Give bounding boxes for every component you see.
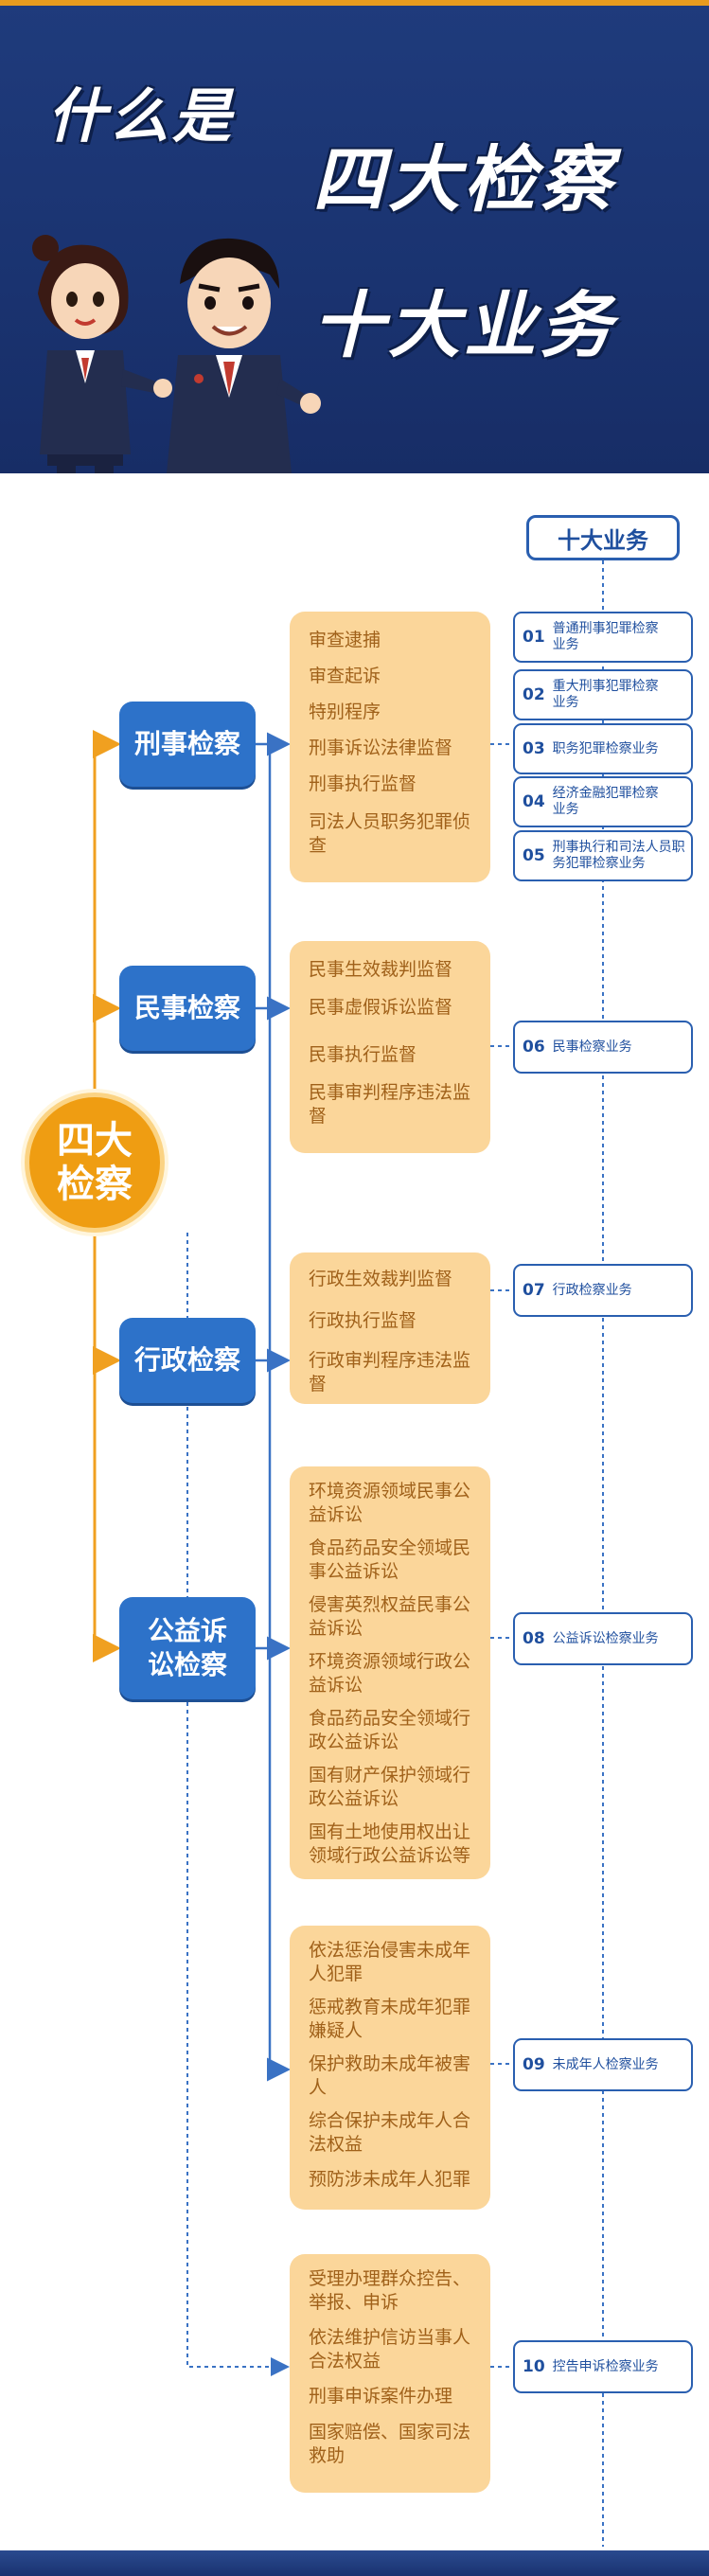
- category-administrative: 行政检察: [119, 1318, 256, 1403]
- detail-item: 特别程序: [309, 702, 381, 722]
- four-procuratorial-circle: 四大检察: [25, 1093, 165, 1233]
- detail-item: 民事虚假诉讼监督: [309, 997, 453, 1018]
- business-number: 07: [523, 1281, 545, 1300]
- business-07: 07 行政检察业务: [513, 1264, 693, 1317]
- business-06: 06 民事检察业务: [513, 1021, 693, 1074]
- business-10: 10 控告申诉检察业务: [513, 2340, 693, 2393]
- detail-item: 环境资源领域行政公益诉讼: [309, 1651, 471, 1696]
- detail-item: 审查起诉: [309, 666, 381, 686]
- banner-title-line3: 十大业务: [312, 283, 615, 367]
- detail-box-complaints: 受理办理群众控告、举报、申诉 依法维护信访当事人合法权益 刑事申诉案件办理 国家…: [290, 2254, 490, 2493]
- business-number: 09: [523, 2055, 545, 2074]
- business-01: 01 普通刑事犯罪检察业务: [513, 612, 693, 663]
- detail-item: 国家赔偿、国家司法救助: [309, 2422, 471, 2466]
- male-prosecutor-figure: [167, 238, 321, 473]
- detail-item: 行政执行监督: [309, 1310, 417, 1331]
- business-label: 职务犯罪检察业务: [552, 740, 659, 756]
- business-label: 公益诉讼检察业务: [552, 1630, 659, 1646]
- detail-item: 侵害英烈权益民事公益诉讼: [309, 1594, 471, 1639]
- detail-box-public-interest: 环境资源领域民事公益诉讼 食品药品安全领域民事公益诉讼 侵害英烈权益民事公益诉讼…: [290, 1466, 490, 1879]
- banner-title-line1: 什么是: [47, 81, 236, 151]
- business-label: 刑事执行和司法人员职务犯罪检察业务: [552, 840, 685, 871]
- business-number: 06: [523, 1038, 545, 1057]
- business-number: 10: [523, 2357, 545, 2376]
- detail-item: 司法人员职务犯罪侦查: [309, 811, 471, 856]
- business-label: 普通刑事犯罪检察业务: [552, 621, 659, 652]
- category-public-interest: 公益诉讼检察: [119, 1597, 256, 1699]
- business-number: 05: [523, 846, 545, 865]
- detail-item: 保护救助未成年被害人: [309, 2053, 471, 2098]
- female-prosecutor-figure: [32, 235, 172, 473]
- detail-item: 民事生效裁判监督: [309, 959, 453, 980]
- business-label: 民事检察业务: [552, 1039, 632, 1055]
- business-05: 05 刑事执行和司法人员职务犯罪检察业务: [513, 830, 693, 881]
- business-label: 行政检察业务: [552, 1282, 632, 1298]
- detail-item: 依法惩治侵害未成年人犯罪: [309, 1940, 471, 1984]
- business-number: 02: [523, 685, 545, 704]
- category-criminal: 刑事检察: [119, 702, 256, 787]
- business-label: 控告申诉检察业务: [552, 2358, 659, 2374]
- business-08: 08 公益诉讼检察业务: [513, 1612, 693, 1665]
- detail-item: 环境资源领域民事公益诉讼: [309, 1481, 471, 1525]
- detail-item: 食品药品安全领域民事公益诉讼: [309, 1537, 471, 1582]
- detail-item: 国有财产保护领域行政公益诉讼: [309, 1765, 471, 1809]
- detail-item: 民事执行监督: [309, 1044, 417, 1065]
- detail-item: 食品药品安全领域行政公益诉讼: [309, 1708, 471, 1752]
- center-label: 四大检察: [57, 1119, 133, 1206]
- business-04: 04 经济金融犯罪检察业务: [513, 776, 693, 827]
- business-number: 03: [523, 739, 545, 758]
- detail-item: 综合保护未成年人合法权益: [309, 2110, 471, 2155]
- detail-box-criminal: 审查逮捕 审查起诉 特别程序 刑事诉讼法律监督 刑事执行监督 司法人员职务犯罪侦…: [290, 612, 490, 882]
- header-banner: 什么是 四大检察 十大业务: [0, 0, 709, 473]
- detail-item: 审查逮捕: [309, 630, 381, 650]
- detail-item: 国有土地使用权出让领域行政公益诉讼等: [309, 1821, 471, 1866]
- prosecutor-characters-illustration: [32, 235, 321, 473]
- category-civil: 民事检察: [119, 966, 256, 1051]
- business-label: 经济金融犯罪检察业务: [552, 786, 659, 817]
- detail-item: 依法维护信访当事人合法权益: [309, 2327, 471, 2372]
- business-09: 09 未成年人检察业务: [513, 2038, 693, 2091]
- business-03: 03 职务犯罪检察业务: [513, 723, 693, 774]
- business-number: 08: [523, 1629, 545, 1648]
- business-label: 未成年人检察业务: [552, 2056, 659, 2072]
- business-02: 02 重大刑事犯罪检察业务: [513, 669, 693, 720]
- detail-box-administrative: 行政生效裁判监督 行政执行监督 行政审判程序违法监督: [290, 1252, 490, 1404]
- detail-item: 刑事申诉案件办理: [309, 2386, 453, 2407]
- detail-box-minors: 依法惩治侵害未成年人犯罪 惩戒教育未成年犯罪嫌疑人 保护救助未成年被害人 综合保…: [290, 1926, 490, 2210]
- banner-accent-line: [0, 0, 709, 6]
- detail-box-civil: 民事生效裁判监督 民事虚假诉讼监督 民事执行监督 民事审判程序违法监督: [290, 941, 490, 1153]
- detail-item: 受理办理群众控告、举报、申诉: [309, 2268, 471, 2313]
- detail-item: 民事审判程序违法监督: [309, 1082, 471, 1127]
- footer-bar: [0, 2550, 709, 2576]
- detail-item: 刑事执行监督: [309, 773, 417, 794]
- ten-businesses-header: 十大业务: [526, 515, 680, 560]
- business-number: 04: [523, 792, 545, 811]
- business-number: 01: [523, 628, 545, 647]
- detail-item: 行政生效裁判监督: [309, 1269, 453, 1289]
- detail-item: 预防涉未成年人犯罪: [309, 2169, 471, 2190]
- detail-item: 行政审判程序违法监督: [309, 1350, 471, 1395]
- detail-item: 刑事诉讼法律监督: [309, 737, 453, 758]
- detail-item: 惩戒教育未成年犯罪嫌疑人: [309, 1997, 471, 2041]
- business-label: 重大刑事犯罪检察业务: [552, 679, 659, 710]
- banner-title-line2: 四大检察: [312, 137, 615, 222]
